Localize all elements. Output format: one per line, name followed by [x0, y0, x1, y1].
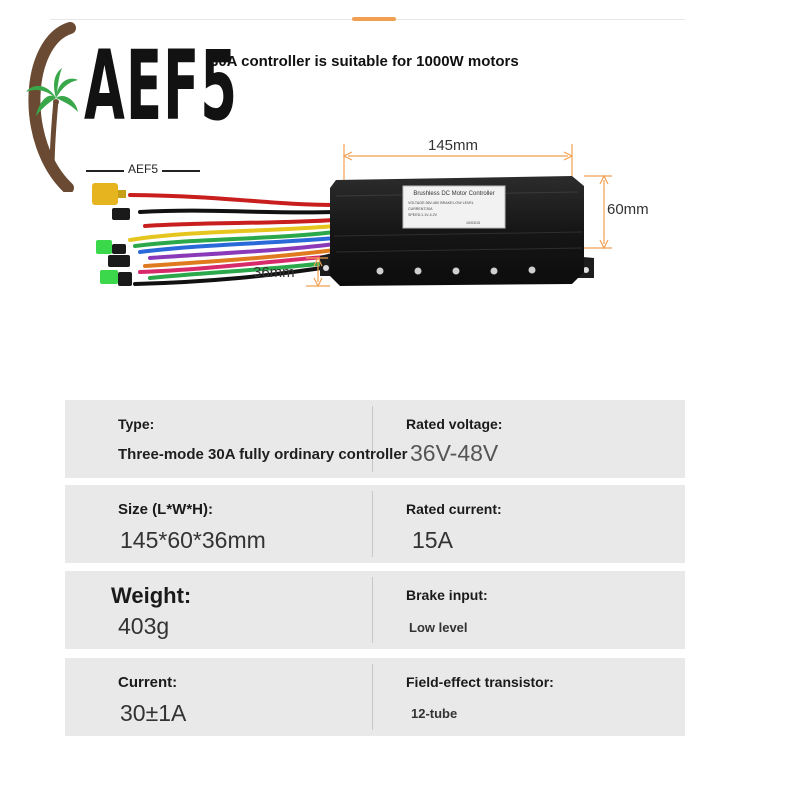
spec-row-current-fet: Current: 30±1A Field-effect transistor: … — [65, 658, 685, 736]
spec-label-current: Current: — [118, 674, 178, 691]
label-line-current: CURRENT:30A — [408, 207, 433, 211]
dimension-length-label: 145mm — [428, 137, 479, 154]
spec-value-rated-voltage: 36V-48V — [410, 440, 499, 466]
spec-value-rated-current: 15A — [412, 527, 453, 553]
row-divider — [372, 577, 373, 643]
spec-label-type: Type: — [118, 416, 155, 432]
spec-row-size-current: Size (L*W*H): 145*60*36mm Rated current:… — [65, 485, 685, 563]
spec-label-fet: Field-effect transistor: — [406, 674, 554, 690]
spec-value-current: 30±1A — [120, 700, 187, 726]
spec-row-weight-brake: Weight: 403g Brake input: Low level — [65, 571, 685, 649]
dimension-height-label: 36mm — [253, 264, 295, 281]
headline: 30A controller is suitable for 1000W mot… — [210, 53, 519, 70]
label-line-voltage: VOLTAGE:36V-48V BRAKE:LOW LEVEL — [408, 201, 474, 205]
spec-label-rated-current: Rated current: — [406, 501, 502, 517]
label-line-speed: SPEED:1.1V-4.2V — [408, 213, 438, 217]
dimension-width-label: 60mm — [607, 201, 649, 218]
spec-label-weight: Weight: — [111, 583, 192, 608]
row-divider — [372, 406, 373, 472]
spec-value-weight: 403g — [118, 613, 170, 639]
row-divider — [372, 664, 373, 730]
spec-value-size: 145*60*36mm — [120, 527, 266, 553]
brand-logo-text: AEF5 — [84, 30, 239, 142]
label-line-title: Brushless DC Motor Controller — [413, 191, 494, 197]
label-line-date: 10/03/15 — [466, 221, 480, 225]
logo-rule-left — [86, 170, 124, 172]
spec-value-brake-input: Low level — [409, 620, 468, 635]
spec-value-fet: 12-tube — [411, 706, 458, 721]
logo-rule-right — [162, 170, 200, 172]
brand-logo-subtext: AEF5 — [127, 162, 158, 176]
spec-label-brake-input: Brake input: — [406, 587, 488, 603]
spec-value-type: Three-mode 30A fully ordinary controller — [118, 446, 408, 463]
row-divider — [372, 491, 373, 557]
top-accent-mark — [352, 17, 396, 21]
spec-label-size: Size (L*W*H): — [118, 501, 213, 518]
spec-row-type-voltage: Type: Rated voltage: 36V-48V Three-mode … — [65, 400, 685, 478]
controller-product-image: Brushless DC Motor Controller VOLTAGE:36… — [92, 144, 612, 288]
spec-label-rated-voltage: Rated voltage: — [406, 416, 503, 432]
palm-tree-logo-icon — [26, 22, 78, 192]
